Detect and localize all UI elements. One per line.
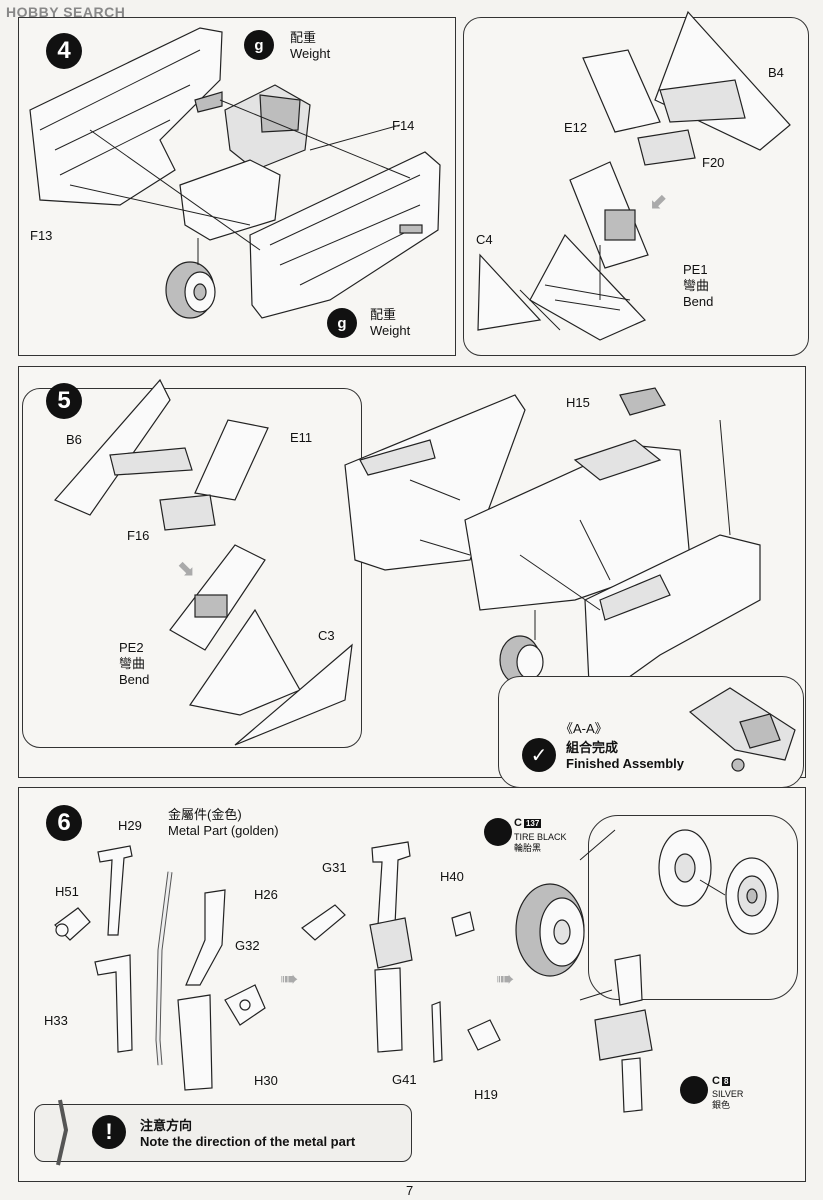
step4-number: 4: [46, 33, 82, 69]
part-label-C3: C3: [318, 628, 335, 643]
part-label-H29: H29: [118, 818, 142, 833]
part-label-E11: E11: [290, 430, 313, 445]
paint-brush-icon: [484, 818, 512, 846]
part-label-H19: H19: [474, 1087, 498, 1102]
metal-part-label: 金屬件(金色)Metal Part (golden): [168, 807, 279, 838]
watermark: HOBBY SEARCH: [6, 4, 126, 20]
finished-check-icon: ✓: [522, 738, 556, 772]
part-label-B4: B4: [768, 65, 784, 80]
weight-icon: g: [327, 308, 357, 338]
aa-caption: 組合完成 Finished Assembly: [566, 740, 684, 771]
part-label-C4: C4: [476, 232, 493, 247]
step5-number: 5: [46, 383, 82, 419]
part-label-G32: G32: [235, 938, 260, 953]
aa-title: 《A-A》: [560, 721, 608, 736]
part-label-H26: H26: [254, 887, 278, 902]
part-label-H51: H51: [55, 884, 79, 899]
step6-number: 6: [46, 805, 82, 841]
part-label-F14: F14: [392, 118, 415, 133]
info-icon: !: [92, 1115, 126, 1149]
part-label-G31: G31: [322, 860, 347, 875]
flow-arrow-icon: ➠: [280, 966, 299, 991]
part-label-H15: H15: [566, 395, 590, 410]
page-number: 7: [406, 1183, 414, 1198]
part-label-F13: F13: [30, 228, 53, 243]
flow-arrow-icon: ➠: [496, 966, 515, 991]
pe2-label: PE2 彎曲 Bend: [119, 640, 150, 687]
part-label-H30: H30: [254, 1073, 278, 1088]
part-label-B6: B6: [66, 432, 82, 447]
part-label-H40: H40: [440, 869, 464, 884]
part-label-F16: F16: [127, 528, 150, 543]
direction-arrow-icon: ⬊: [176, 555, 195, 580]
pe1-label: PE1 彎曲 Bend: [683, 262, 714, 309]
part-label-E12: E12: [564, 120, 588, 135]
part-label-G41: G41: [392, 1072, 417, 1087]
weight-icon: g: [244, 30, 274, 60]
part-label-H33: H33: [44, 1013, 68, 1028]
paint-brush-icon: [680, 1076, 708, 1104]
direction-arrow-icon: ⬋: [650, 188, 669, 213]
part-label-F20: F20: [702, 155, 725, 170]
